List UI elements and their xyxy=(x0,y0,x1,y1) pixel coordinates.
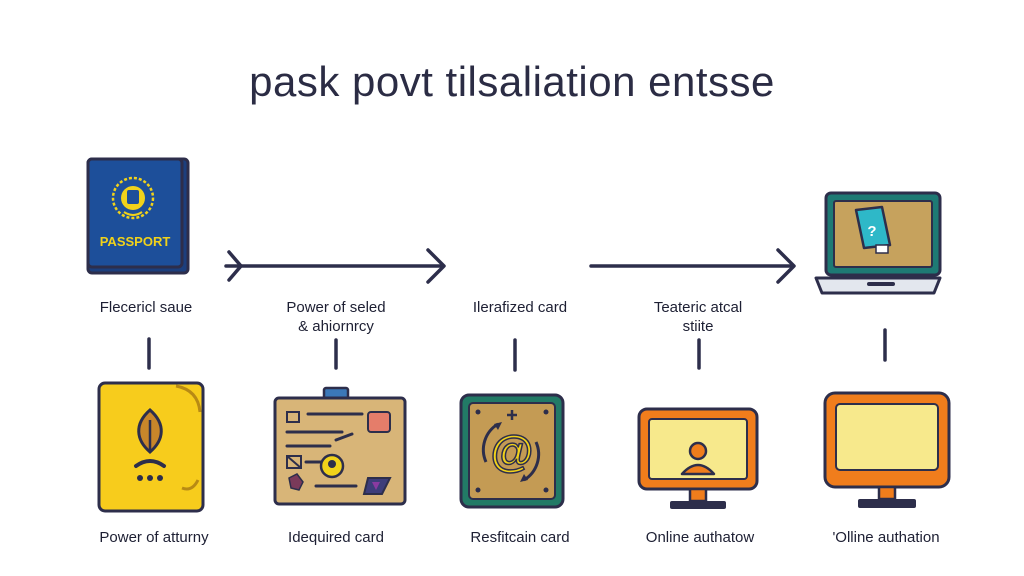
label-top-col1: Flecericl saue xyxy=(46,298,246,317)
attorney-document-icon xyxy=(97,381,205,513)
label-top-col2-line2: & ahiornrcy xyxy=(298,318,374,335)
laptop-glyph: ? xyxy=(867,223,876,240)
label-bottom-col5: 'Olline authation xyxy=(832,529,940,546)
arrow-2 xyxy=(589,248,796,284)
label-top-col1-text: Flecericl saue xyxy=(99,299,193,316)
laptop-icon: ? xyxy=(814,191,942,295)
label-top-col3: Ilerafized card xyxy=(420,298,620,317)
label-top-col3-text: Ilerafized card xyxy=(472,299,568,316)
label-top-col2-line1: Power of seled xyxy=(286,299,386,316)
label-bottom-col1: Power of atturny xyxy=(99,529,209,546)
monitor-icon xyxy=(823,391,951,508)
monitor-user-icon xyxy=(637,407,759,509)
label-bottom-col2: Idequired card xyxy=(288,529,384,546)
label-top-col4: Teateric atcal stiite xyxy=(598,298,798,336)
label-bottom-col3: Resfitcain card xyxy=(470,529,570,546)
passport-icon: PASSPORT xyxy=(86,157,190,275)
id-card-icon xyxy=(273,386,407,506)
diagram-title: pask povt tilsaliation entsse xyxy=(249,58,775,105)
at-sign-glyph: @ xyxy=(491,427,534,476)
at-card-icon: @ xyxy=(459,393,565,509)
label-bottom-col4: Online authatow xyxy=(645,529,755,546)
label-top-col4-line1: Teateric atcal xyxy=(653,299,743,316)
label-top-col2: Power of seled & ahiornrcy xyxy=(236,298,436,336)
passport-text: PASSPORT xyxy=(100,234,171,249)
label-top-col4-line2: stiite xyxy=(682,318,714,335)
arrow-1 xyxy=(224,248,446,284)
